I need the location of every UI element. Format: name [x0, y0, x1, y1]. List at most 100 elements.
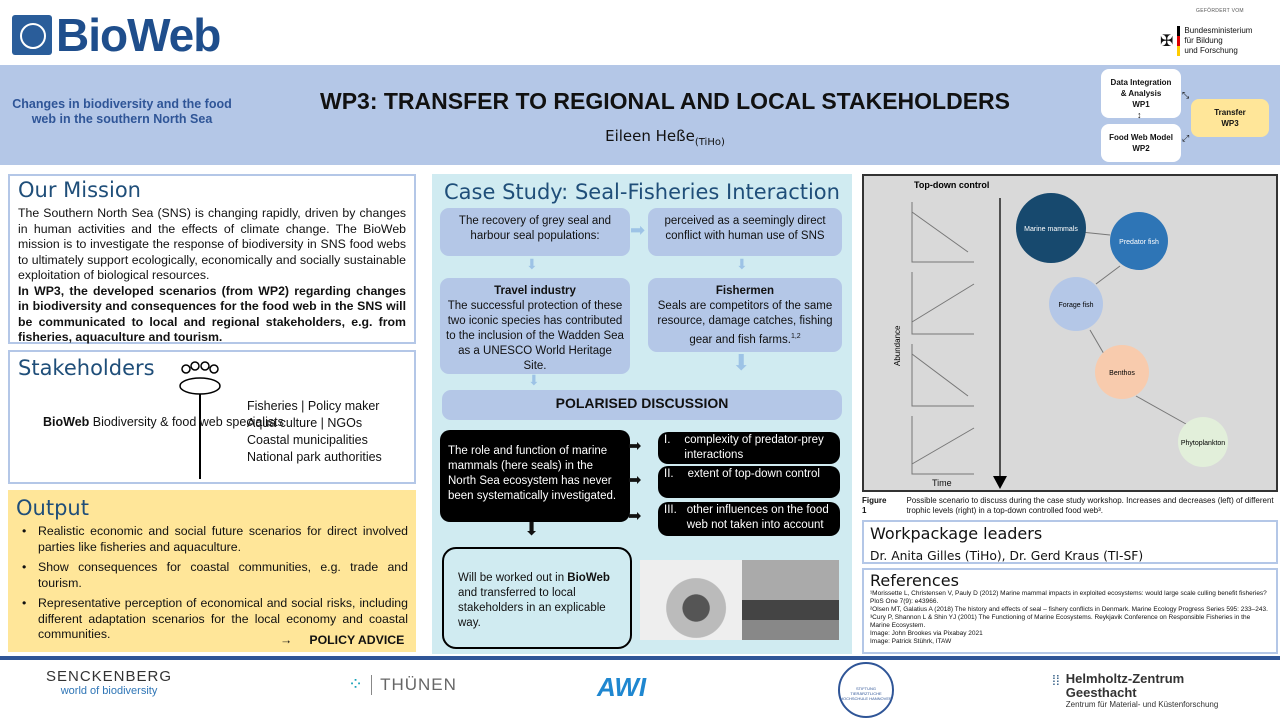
node-predator-fish — [1110, 212, 1168, 270]
output-section: Output Realistic economic and social fut… — [8, 490, 416, 652]
node-forage-fish — [1049, 277, 1103, 331]
point-number: I. — [664, 434, 671, 446]
trend-decrease — [911, 353, 969, 397]
section-heading: Stakeholders — [18, 356, 155, 380]
logo-text: SENCKENBERG — [46, 668, 173, 685]
figure-caption: Figure 1 Possible scenario to discuss dur… — [862, 496, 1278, 516]
wp-label: Data Integration — [1110, 78, 1172, 87]
food-web-link — [1095, 265, 1121, 285]
stakeholders-section: Stakeholders BioWeb Biodiversity & food … — [8, 350, 416, 484]
workpackage-leaders-section: Workpackage leaders Dr. Anita Gilles (Ti… — [862, 520, 1278, 564]
mission-section: Our Mission The Southern North Sea (SNS)… — [8, 174, 416, 344]
section-heading: Our Mission — [18, 178, 141, 202]
seal-photo — [640, 560, 742, 640]
ministry-line: Bundesministerium — [1184, 26, 1253, 35]
caption-text: Possible scenario to discuss during the … — [906, 496, 1274, 515]
worked-text: Will be worked out in — [458, 572, 568, 584]
reference-item: Image: Patrick Stührk, ITAW — [870, 638, 952, 645]
figure-title: Top-down control — [914, 180, 989, 190]
polarised-discussion: POLARISED DISCUSSION — [442, 390, 842, 420]
point-text: extent of top-down control — [687, 468, 820, 480]
wp-label: WP2 — [1132, 144, 1150, 153]
reference-item: ¹Morissette L, Christensen V, Pauly D (2… — [870, 590, 1267, 605]
output-item: Representative perception of economical … — [16, 596, 408, 643]
travel-heading: Travel industry — [494, 285, 576, 297]
bioweb-logo: BioWeb — [12, 8, 221, 62]
point-number: II. — [664, 468, 674, 480]
node-label: Forage fish — [1058, 302, 1093, 309]
bioweb-bold: BioWeb — [43, 415, 90, 429]
figure-1: Top-down control Abundance Time Marine m… — [862, 174, 1278, 492]
worked-text: and transferred to local stakeholders in… — [458, 587, 606, 629]
fishermen-text: Seals are competitors of the same resour… — [657, 300, 833, 346]
logo-subtext: Zentrum für Material- und Küstenforschun… — [1065, 700, 1219, 709]
dots-icon: ⁞⁞ — [1052, 672, 1060, 688]
tiho-seal-logo: STIFTUNG TIERÄRZTLICHE HOCHSCHULE HANNOV… — [838, 662, 894, 718]
travel-text: The successful protection of these two i… — [446, 300, 624, 372]
dots-icon: ⁘ — [348, 674, 364, 694]
mission-text: The Southern North Sea (SNS) is changing… — [18, 206, 406, 282]
stakeholder-item: National park authorities — [247, 450, 382, 464]
eagle-icon: ✠ — [1160, 33, 1174, 50]
worked-out-box: Will be worked out in BioWeb and transfe… — [442, 547, 632, 649]
arrow-down-icon: ⬇ — [524, 519, 540, 539]
network-icon — [12, 15, 52, 55]
point-box: III.other influences on the food web not… — [658, 502, 840, 536]
trend-increase — [911, 283, 975, 323]
trend-axes — [911, 202, 974, 475]
mission-wp3-text: In WP3, the developed scenarios (from WP… — [18, 283, 406, 345]
perceived-box: perceived as a seemingly direct conflict… — [648, 208, 842, 256]
node-label: Phytoplankton — [1181, 440, 1225, 447]
output-item: Realistic economic and social future sce… — [16, 524, 408, 555]
output-item: Show consequences for coastal communitie… — [16, 560, 408, 591]
fishermen-heading: Fishermen — [715, 285, 775, 297]
section-heading: References — [870, 571, 959, 590]
arrow-down-icon: ⬇ — [528, 372, 540, 388]
project-subtitle: Changes in biodiversity and the food web… — [12, 97, 232, 126]
section-heading: Case Study: Seal-Fisheries Interaction — [444, 180, 840, 204]
divider-line — [199, 394, 201, 479]
case-study-section: Case Study: Seal-Fisheries Interaction T… — [432, 174, 852, 654]
footer-divider — [0, 656, 1280, 660]
arrow-down-icon: ⬇ — [736, 256, 748, 272]
wp-label: WP3 — [1221, 119, 1239, 128]
arrow-down-icon: ⬇ — [732, 350, 751, 375]
flag-stripe — [1177, 26, 1181, 56]
arrow-down-icon: ⬇ — [526, 256, 538, 272]
stakeholder-item: Coastal municipalities — [247, 433, 368, 447]
citation: 1,2 — [790, 333, 801, 340]
logo-text: STIFTUNG TIERÄRZTLICHE HOCHSCHULE HANNOV… — [840, 686, 892, 701]
awi-logo: AWI — [597, 672, 647, 702]
caption-label: Figure 1 — [862, 496, 887, 515]
role-box: The role and function of marine mammals … — [440, 430, 630, 522]
bioweb-bold: BioWeb — [567, 572, 610, 584]
logo-text: BioWeb — [56, 9, 221, 61]
point-number: III. — [664, 504, 677, 516]
food-web-link — [1089, 329, 1105, 355]
wp-label: WP1 — [1132, 100, 1150, 109]
wp-label: Transfer — [1214, 108, 1246, 117]
double-arrow-icon: ⤢ — [1182, 133, 1190, 143]
node-phytoplankton — [1178, 417, 1228, 467]
reference-item: Image: John Brookes via Pixabay 2021 — [870, 630, 983, 637]
point-box: II. extent of top-down control — [658, 466, 840, 498]
header-band — [0, 65, 1280, 165]
section-heading: Workpackage leaders — [870, 524, 1043, 543]
people-group-icon — [179, 361, 221, 395]
double-arrow-icon: ↕ — [1137, 110, 1142, 120]
x-axis-label: Time — [932, 478, 952, 488]
arrow-right-icon: ➡ — [628, 508, 642, 525]
node-label: Predator fish — [1119, 239, 1159, 246]
wp-label: Food Web Model — [1109, 133, 1173, 142]
logo-text: THÜNEN — [371, 674, 457, 695]
reference-item: ³Cury P, Shannon L & Shin YJ (2001) The … — [870, 614, 1251, 629]
